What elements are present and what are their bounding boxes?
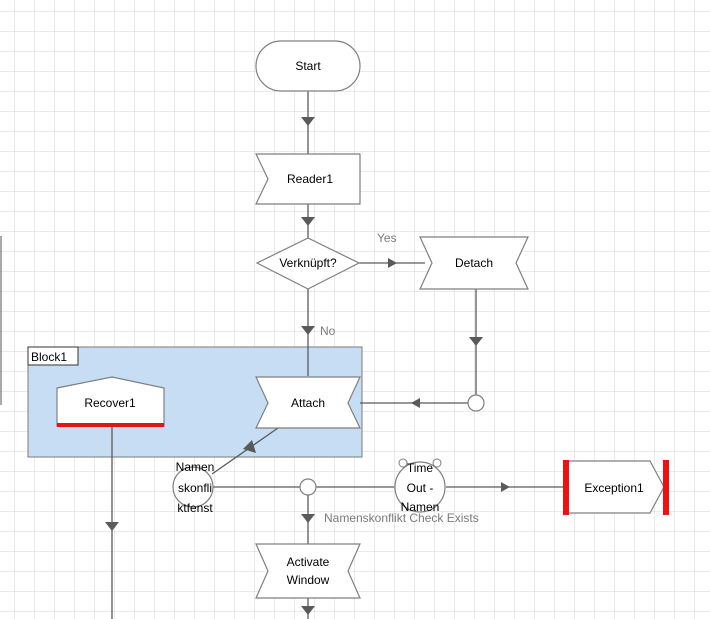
attach-shape [255, 376, 361, 429]
arrowhead-down [469, 337, 483, 346]
edge-attach-namenskonflikt [211, 427, 279, 475]
activate-window-label-line: Window [287, 573, 330, 587]
recover1-shape [56, 376, 165, 427]
arrowhead-down [301, 514, 315, 523]
block1-label-box [27, 346, 79, 366]
timeout-clock-icon [394, 461, 446, 513]
merge-junction[interactable] [467, 394, 485, 412]
timeout-label-line: Time [407, 461, 434, 475]
namenskonflikt-label-line: skonfli [178, 481, 212, 495]
start-shape [255, 40, 361, 92]
timeout-bell-right [432, 458, 442, 468]
namenskonflikt-node[interactable]: Namen skonfli ktfenst [172, 460, 215, 515]
junction-node[interactable] [299, 478, 317, 496]
arrowheads [105, 117, 510, 615]
reader1-label: Reader1 [287, 172, 333, 186]
exception1-node[interactable]: Exception1 [563, 460, 669, 515]
edge-label-no: No [320, 324, 336, 338]
decision-shape [255, 237, 361, 290]
timeout-label-line: Out - [407, 481, 434, 495]
arrowhead-right [388, 258, 397, 268]
recover1-label: Recover1 [84, 396, 136, 410]
decision-node[interactable]: Verknüpft? [255, 237, 361, 290]
attach-node[interactable]: Attach [255, 376, 361, 429]
exception1-label: Exception1 [584, 481, 644, 495]
detach-shape [419, 236, 529, 290]
edge-label-check-exists: Namenskonflikt Check Exists [324, 511, 479, 525]
arrowhead-down [301, 606, 315, 615]
detach-node[interactable]: Detach [419, 236, 529, 290]
exception1-marker-left [563, 460, 569, 515]
arrowhead-down [301, 217, 315, 226]
decision-label: Verknüpft? [279, 256, 337, 270]
activate-window-node[interactable]: Activate Window [255, 543, 361, 599]
start-node[interactable]: Start [255, 40, 361, 92]
arrowhead-left [411, 398, 420, 408]
arrowhead-down [301, 326, 315, 335]
arrowhead-diagonal [243, 440, 256, 453]
arrowhead-right [501, 482, 510, 492]
activate-window-label-line: Activate [287, 555, 330, 569]
timeout-label-line: Namen [401, 500, 440, 514]
activate-window-shape [255, 543, 361, 599]
block1-label: Block1 [31, 350, 67, 364]
timeout-bell-left [398, 458, 408, 468]
timeout-node[interactable]: Time Out - Namen [394, 458, 446, 514]
exception1-marker-right [663, 460, 669, 515]
namenskonflikt-shape [172, 466, 214, 508]
start-label: Start [295, 59, 321, 73]
reader1-node[interactable]: Reader1 [255, 153, 361, 205]
recover1-node[interactable]: Recover1 [56, 376, 165, 427]
edge-label-yes: Yes [377, 231, 397, 245]
reader1-shape [255, 153, 361, 205]
arrowhead-down [105, 522, 119, 531]
namenskonflikt-label-line: ktfenst [177, 501, 213, 515]
arrowhead-down [301, 117, 315, 126]
attach-label: Attach [291, 396, 325, 410]
detach-label: Detach [455, 256, 493, 270]
namenskonflikt-label-line: Namen [176, 460, 215, 474]
